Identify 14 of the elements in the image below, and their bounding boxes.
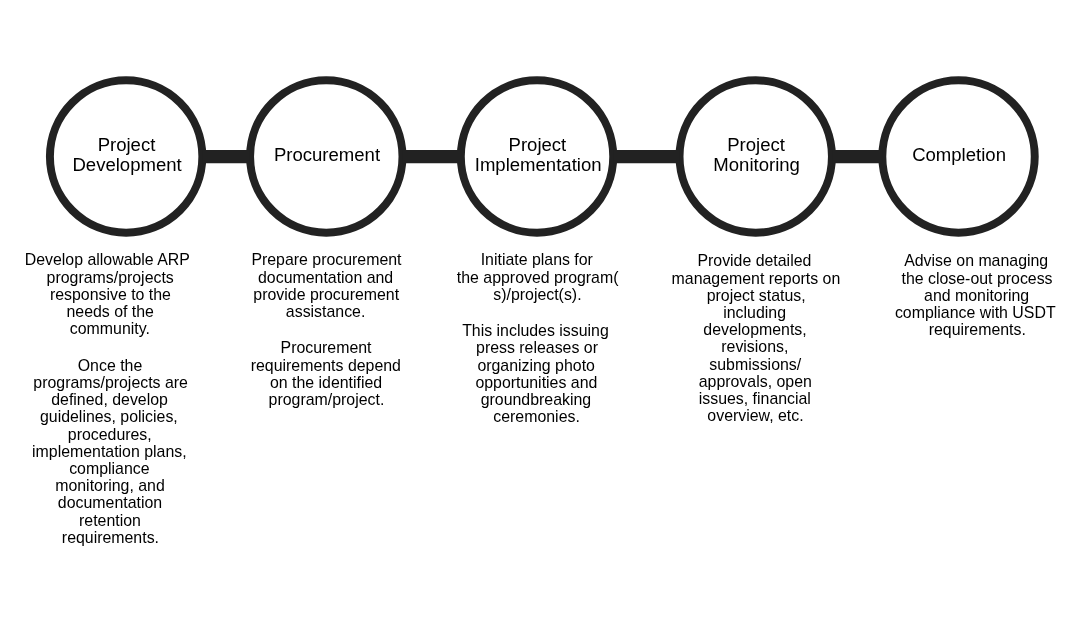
node-label: Once the programs/projects are defined, develop guidelines, policies, procedures, implementation plans, compliance monitoring, and documentation retention requirements. <box>32 356 188 546</box>
node-circle: Project Development <box>45 75 207 237</box>
node-label: Prepare procurement documentation and provide procurement assistance. <box>251 250 402 320</box>
node-circle: Completion <box>878 75 1039 237</box>
node-label: Develop allowable ARP programs/projects responsive to the needs of the community. <box>24 250 190 337</box>
node-label: Initiate plans for the approved program(s)/project(s). <box>456 250 619 303</box>
connector <box>832 149 882 163</box>
node-label: Advise on managing the close-out process and monitoring compliance with USDT requirements. <box>894 251 1056 338</box>
node-label: This includes issuing press releases or organizing photo opportunities and groundbreaking ceremonies. <box>462 321 609 425</box>
node-circle: Project Implementation <box>456 75 618 237</box>
node-circle: Procurement <box>246 75 407 237</box>
node-label: Procurement requirements depend on the identified program/project. <box>250 338 401 408</box>
node-circle: Project Monitoring <box>675 75 836 237</box>
node-label: Provide detailed management reports on project status, including developments, revisions, submissions/ approvals, open issues, financial overview, etc. <box>671 251 841 424</box>
